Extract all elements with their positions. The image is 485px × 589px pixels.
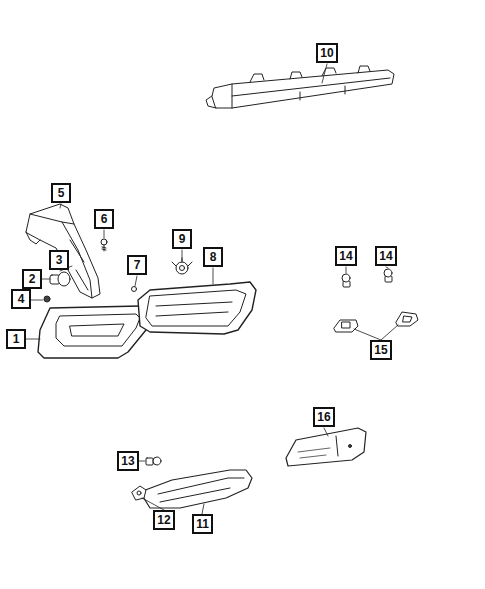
callout-number: 15 — [374, 344, 387, 356]
reflector — [286, 428, 366, 466]
callout-number: 16 — [317, 411, 330, 423]
callout-box: 5 — [51, 183, 71, 203]
callout-box: 14 — [335, 246, 357, 266]
callout-number: 9 — [179, 233, 186, 245]
callout-box: 9 — [172, 229, 192, 249]
bulb — [342, 269, 392, 287]
license-lamp — [334, 312, 418, 332]
callout-box: 4 — [11, 289, 31, 309]
bulb — [50, 272, 70, 286]
nut — [44, 296, 50, 302]
stop-lamp — [206, 66, 394, 108]
callout-number: 13 — [121, 455, 134, 467]
callout-number: 2 — [29, 273, 36, 285]
callout-box: 13 — [117, 451, 139, 471]
socket — [132, 486, 146, 500]
callout-number: 3 — [56, 254, 63, 266]
screw — [101, 239, 107, 251]
callout-box: 16 — [313, 407, 335, 427]
callout-number: 1 — [13, 333, 20, 345]
callout-number: 5 — [58, 187, 65, 199]
callout-box: 14 — [375, 246, 397, 266]
callout-box: 7 — [127, 255, 147, 275]
callout-number: 14 — [339, 250, 352, 262]
callout-box: 2 — [22, 269, 42, 289]
callout-box: 6 — [94, 209, 114, 229]
callout-box: 8 — [203, 247, 223, 267]
callout-number: 4 — [18, 293, 25, 305]
callout-box: 11 — [192, 514, 213, 534]
callout-box: 10 — [316, 43, 338, 63]
callout-box: 3 — [49, 250, 69, 270]
callout-box: 1 — [6, 329, 26, 349]
callout-number: 12 — [157, 514, 170, 526]
callout-box: 12 — [153, 510, 175, 530]
callout-box: 15 — [370, 340, 392, 360]
grommet — [132, 287, 137, 292]
outer-tail-lamp — [38, 306, 150, 358]
callout-number: 7 — [134, 259, 141, 271]
callout-number: 6 — [101, 213, 108, 225]
inner-tail-lamp — [138, 282, 256, 334]
callout-number: 11 — [196, 518, 209, 530]
callout-number: 14 — [379, 250, 392, 262]
bulb — [146, 457, 161, 465]
side-marker-lamp — [140, 470, 252, 508]
callout-number: 8 — [210, 251, 217, 263]
leader-line — [26, 64, 398, 514]
callout-number: 10 — [320, 47, 333, 59]
